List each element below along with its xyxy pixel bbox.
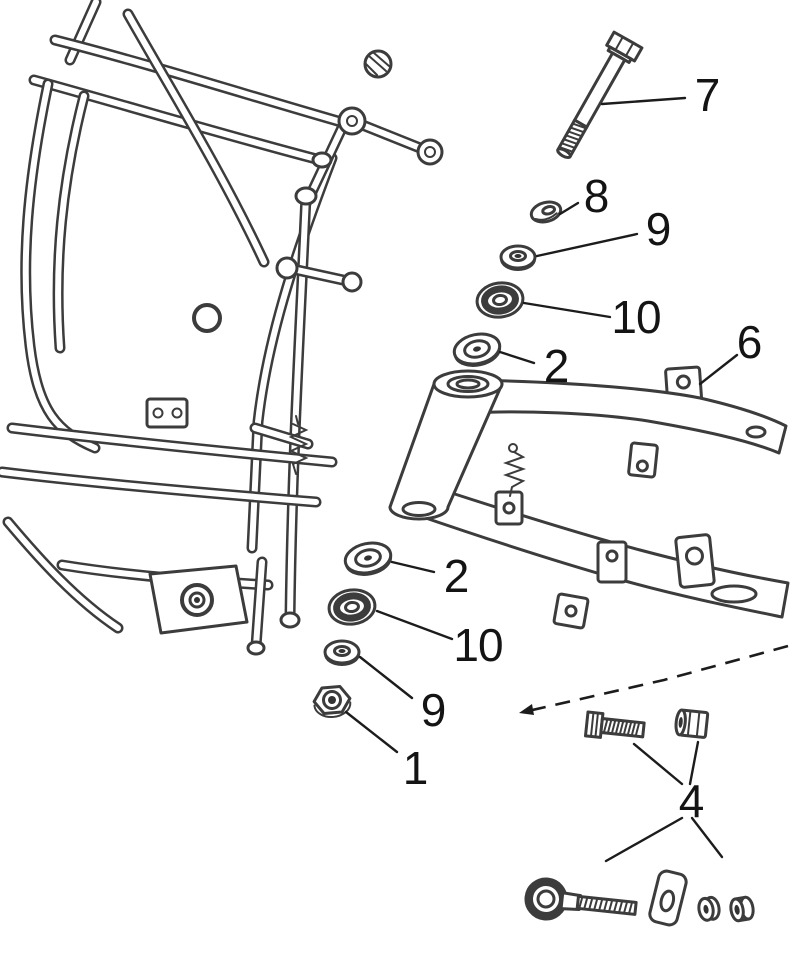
spacer-upper <box>452 332 502 367</box>
anchor-washer <box>697 895 721 922</box>
pivot-tube <box>388 369 504 521</box>
hatched-plug <box>363 49 393 79</box>
lower-arm-plate <box>552 592 590 630</box>
adjuster-bolt <box>583 710 646 739</box>
axle-plate <box>148 564 249 635</box>
frame-bracket <box>145 397 189 429</box>
lower-arm-clamp <box>596 540 628 584</box>
rod-end <box>524 877 638 921</box>
swingarm-drawing <box>388 365 790 630</box>
adjuster-nut <box>674 708 710 739</box>
axle-slot <box>710 584 758 604</box>
anchor-nut <box>729 895 755 923</box>
frame-spring <box>288 415 309 475</box>
grease-spring <box>494 443 527 526</box>
leader-lines <box>344 96 739 863</box>
anchor-plate <box>648 869 688 927</box>
lower-arm-tab <box>674 533 716 589</box>
flanged-nut-upper <box>499 244 537 271</box>
axis-dashed-line <box>519 644 789 715</box>
bushing-lower <box>327 588 377 626</box>
hex-nut <box>312 684 352 718</box>
frame-drawing <box>0 0 444 656</box>
bushing-upper <box>475 281 525 319</box>
pivot-bolt <box>556 30 644 159</box>
upper-arm-bracket <box>627 441 659 479</box>
exploded-parts <box>312 30 755 927</box>
lock-washer <box>529 200 563 224</box>
frame-hole <box>192 303 222 333</box>
flanged-nut-lower <box>323 639 361 666</box>
spacer-lower <box>343 541 393 576</box>
upper-arm <box>468 378 788 455</box>
